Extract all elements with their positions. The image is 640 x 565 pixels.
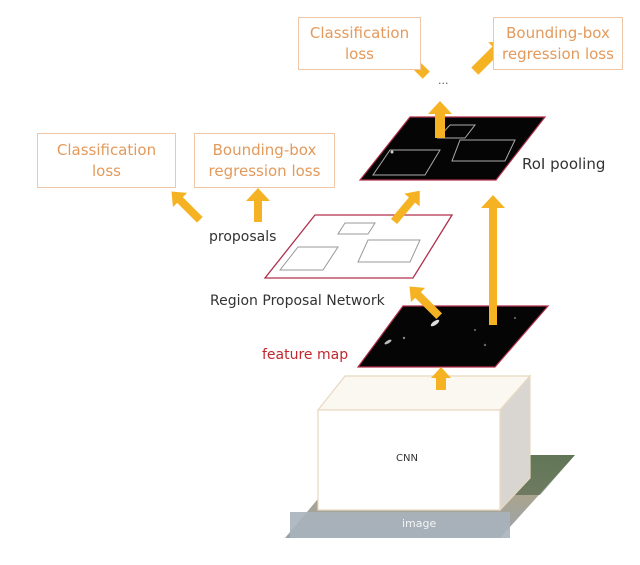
box-cls-loss-line1: Classification	[309, 23, 410, 42]
box-rpn-cls-loss-line1: Classification	[56, 140, 157, 159]
feature-map-plane	[356, 305, 550, 368]
box-rpn-cls-loss: Classification loss	[37, 133, 176, 188]
box-bbox-loss-line2: regression loss	[502, 44, 614, 63]
roi-pooling-label: RoI pooling	[522, 155, 606, 173]
box-cls-loss-line2: loss	[345, 44, 374, 63]
arrow-roi-up	[428, 101, 452, 138]
box-rpn-bbox-loss-line2: regression loss	[208, 161, 321, 180]
feature-map-label: feature map	[262, 347, 349, 363]
ellipsis-label: ...	[438, 74, 449, 87]
rpn-plane	[263, 214, 454, 279]
arrow-cnn-to-feature-map	[431, 367, 451, 390]
arrow-to-rpn-bbox-loss	[246, 188, 270, 222]
rpn-label: Region Proposal Network	[210, 293, 385, 309]
cnn-box	[316, 374, 532, 512]
box-rpn-cls-loss-line2: loss	[92, 161, 121, 180]
image-label: image	[402, 517, 437, 530]
arrow-to-rpn-cls-loss	[171, 191, 203, 223]
roi-pooling-plane	[358, 116, 547, 181]
box-bbox-loss: Bounding-box regression loss	[493, 17, 623, 70]
proposals-label: proposals	[209, 229, 277, 245]
arrow-feature-map-to-roi	[481, 195, 505, 325]
box-bbox-loss-line1: Bounding-box	[506, 23, 610, 42]
box-cls-loss: Classification loss	[298, 17, 421, 70]
box-rpn-bbox-loss: Bounding-box regression loss	[194, 133, 335, 188]
cnn-label: CNN	[396, 453, 418, 464]
arrow-rpn-to-roi	[390, 190, 420, 225]
arrow-feature-map-to-rpn	[409, 286, 443, 320]
box-rpn-bbox-loss-line1: Bounding-box	[212, 140, 317, 159]
